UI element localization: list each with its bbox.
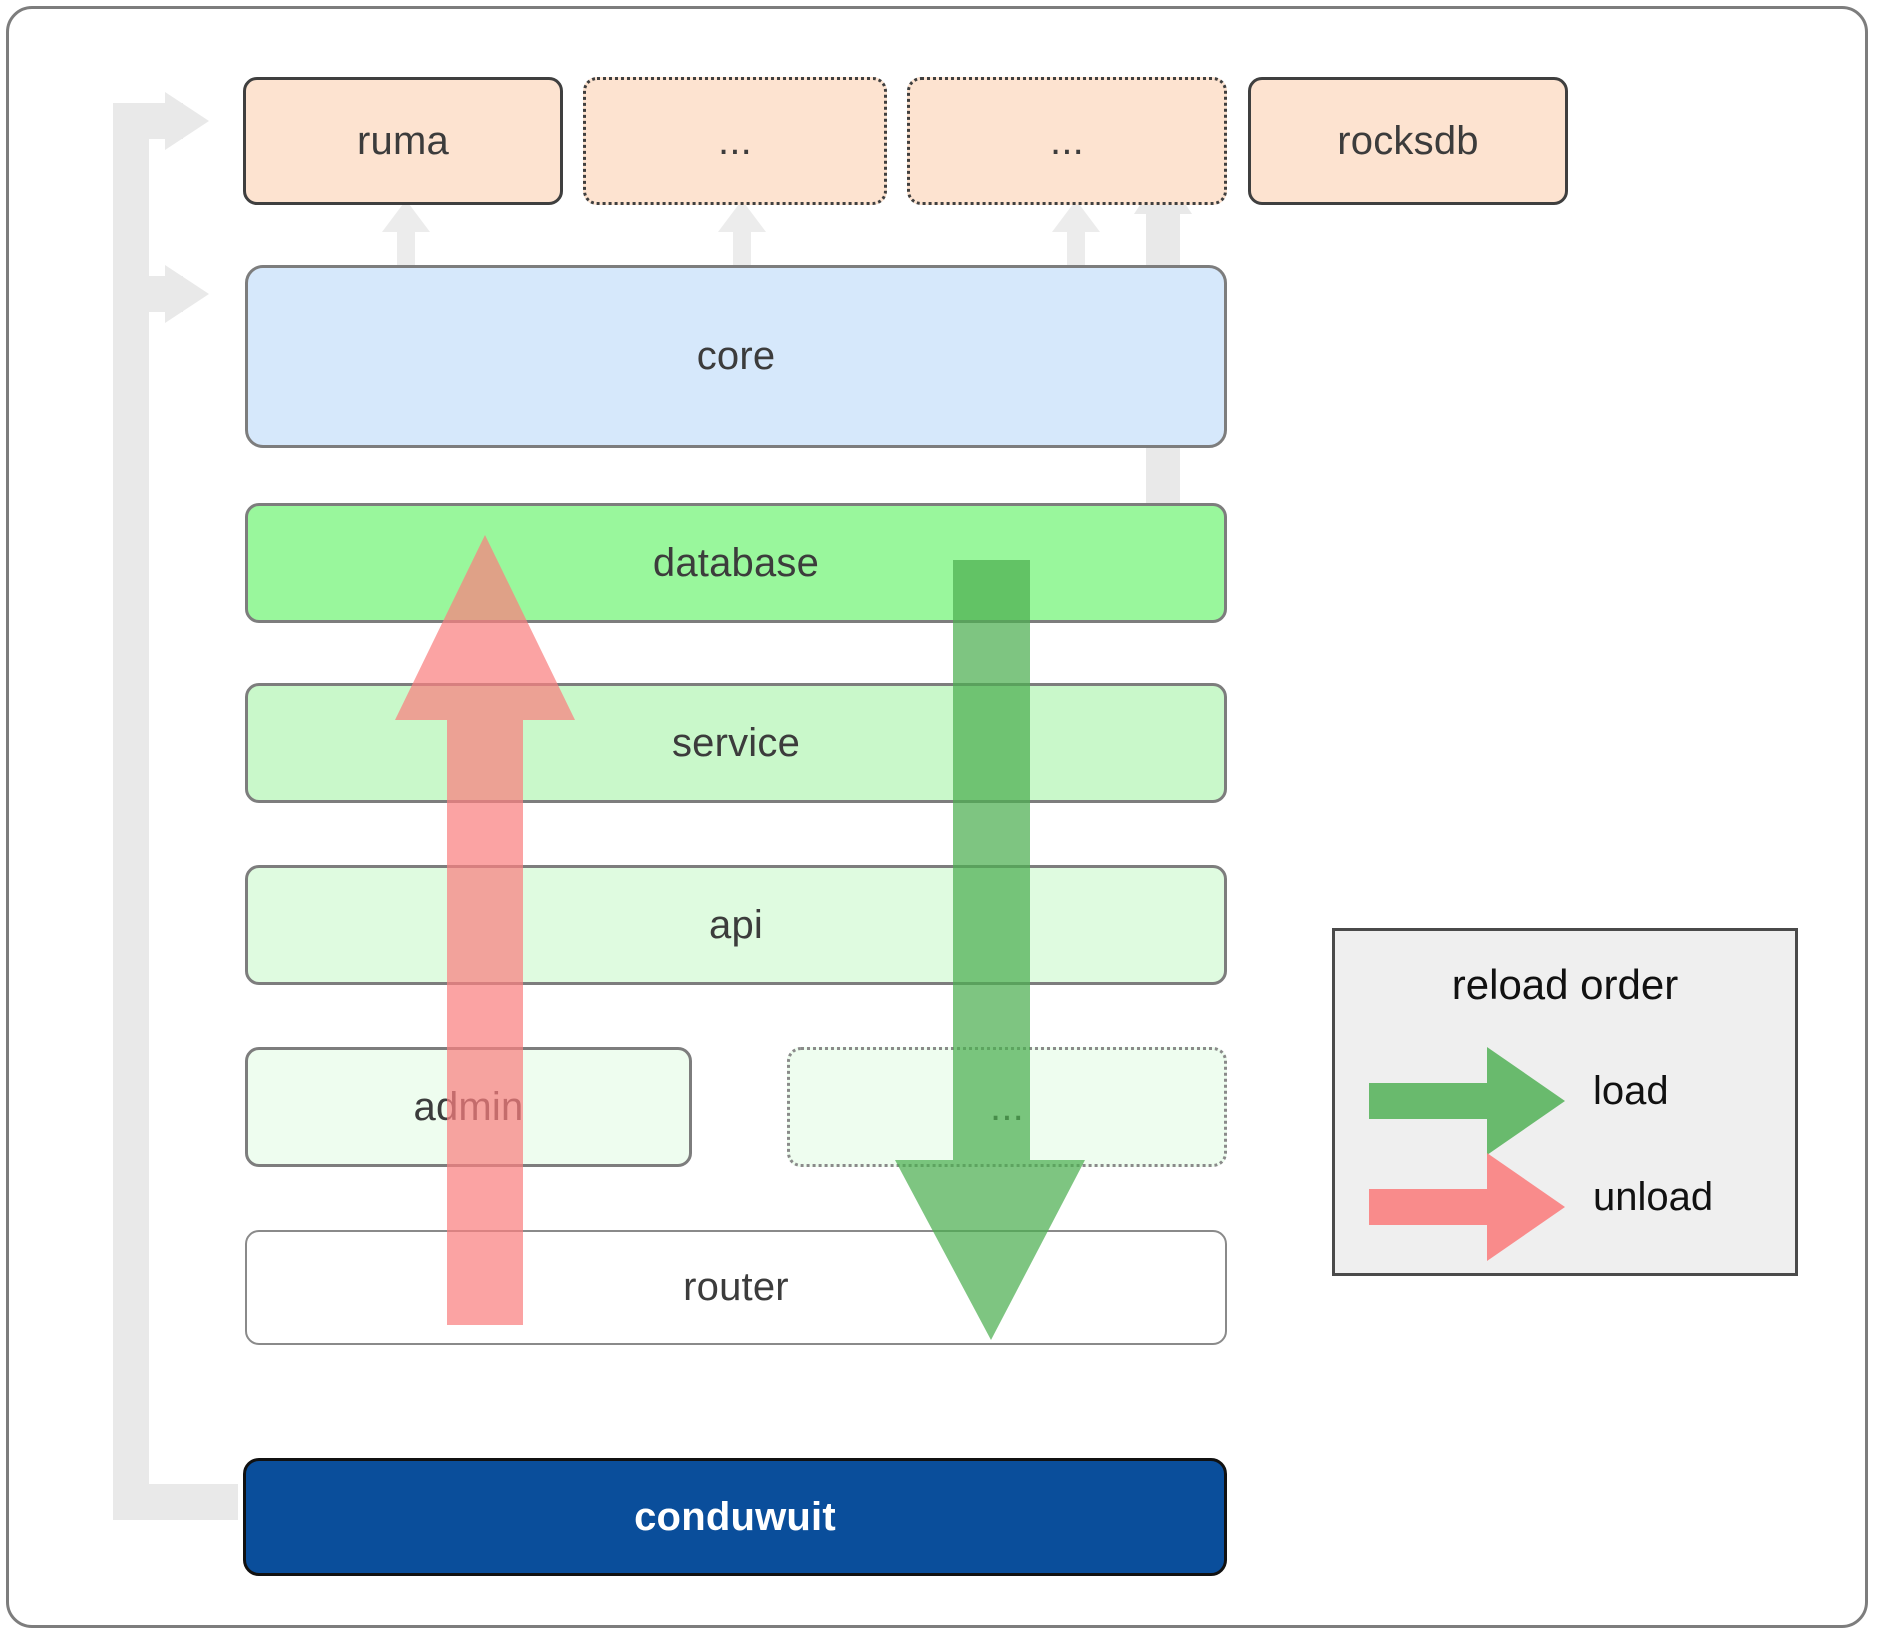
node-conduwuit[interactable]: conduwuit bbox=[243, 1458, 1227, 1576]
connector-arrowhead-core bbox=[165, 265, 209, 323]
node-layer-ellipsis[interactable]: ... bbox=[787, 1047, 1227, 1167]
arrow-core-to-ellipsis-1 bbox=[718, 200, 766, 270]
node-dependency-ellipsis-1-label: ... bbox=[718, 118, 752, 163]
node-api-label: api bbox=[709, 902, 763, 947]
node-dependency-ellipsis-2-label: ... bbox=[1050, 118, 1084, 163]
node-conduwuit-label: conduwuit bbox=[634, 1494, 836, 1539]
legend-panel: reload order load unload bbox=[1332, 928, 1798, 1276]
node-router[interactable]: router bbox=[245, 1230, 1227, 1345]
node-layer-ellipsis-label: ... bbox=[990, 1084, 1024, 1129]
node-rocksdb-label: rocksdb bbox=[1337, 118, 1479, 163]
node-ruma[interactable]: ruma bbox=[243, 77, 563, 205]
node-admin[interactable]: admin bbox=[245, 1047, 692, 1167]
node-service-label: service bbox=[671, 720, 801, 765]
node-dependency-ellipsis-1[interactable]: ... bbox=[583, 77, 887, 205]
node-core[interactable]: core bbox=[245, 265, 1227, 448]
legend-row-load: load bbox=[1335, 1047, 1795, 1155]
arrow-core-to-ellipsis-2 bbox=[1052, 200, 1100, 270]
node-api[interactable]: api bbox=[245, 865, 1227, 985]
legend-row-unload: unload bbox=[1335, 1153, 1795, 1261]
legend-label-unload: unload bbox=[1593, 1175, 1714, 1219]
unload-arrow-icon bbox=[1369, 1153, 1565, 1261]
load-arrow-icon bbox=[1369, 1047, 1565, 1155]
node-database[interactable]: database bbox=[245, 503, 1227, 623]
connector-branch-conduwuit bbox=[113, 1484, 238, 1520]
node-core-label: core bbox=[696, 334, 776, 378]
arrow-core-to-ruma bbox=[382, 200, 430, 270]
legend-title: reload order bbox=[1451, 961, 1679, 1008]
node-service[interactable]: service bbox=[245, 683, 1227, 803]
legend-label-load: load bbox=[1593, 1069, 1669, 1113]
node-router-label: router bbox=[683, 1265, 789, 1309]
diagram-frame bbox=[6, 6, 1868, 1628]
node-rocksdb[interactable]: rocksdb bbox=[1248, 77, 1568, 205]
connector-left-trunk bbox=[113, 130, 149, 1520]
node-admin-label: admin bbox=[413, 1084, 524, 1129]
node-database-label: database bbox=[652, 540, 820, 585]
connector-arrowhead-ruma bbox=[165, 92, 209, 150]
node-dependency-ellipsis-2[interactable]: ... bbox=[907, 77, 1227, 205]
node-ruma-label: ruma bbox=[357, 118, 449, 163]
